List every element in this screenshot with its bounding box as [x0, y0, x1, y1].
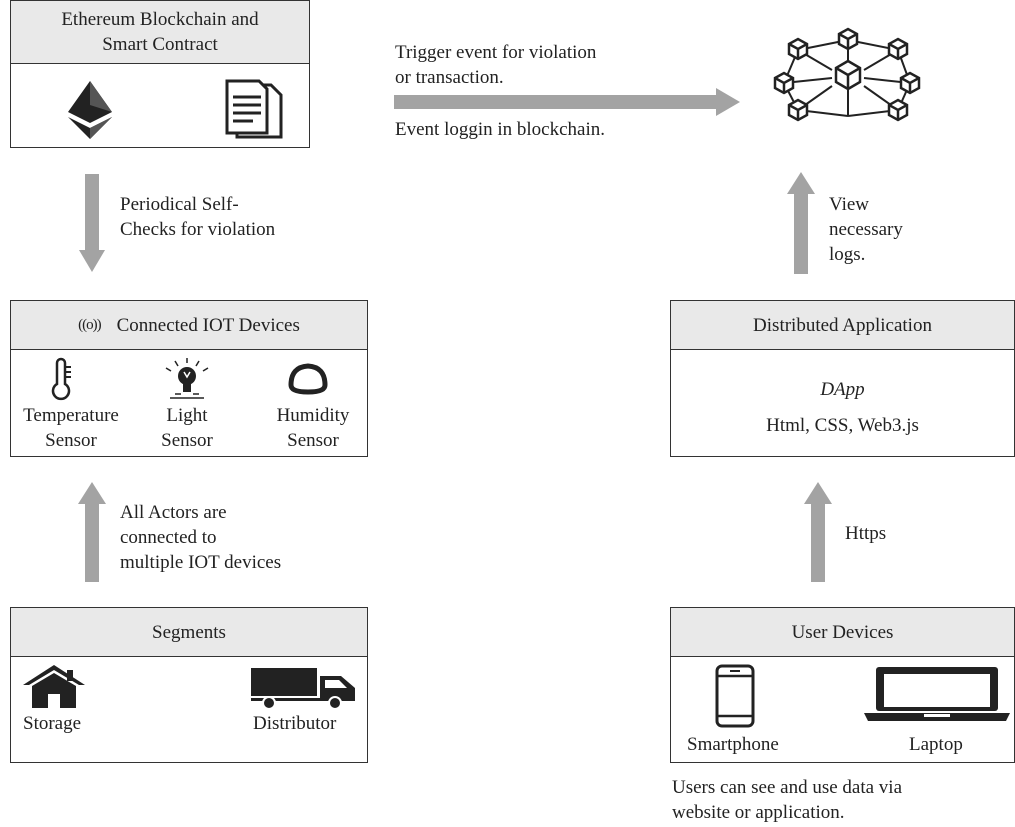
humidity-sensor-label-line1: Humidity	[276, 405, 350, 426]
ethereum-title-line1: Ethereum Blockchain and	[61, 9, 259, 30]
view-logs-label-line1: View	[829, 194, 870, 215]
https-arrow	[804, 482, 832, 582]
dapp-name: DApp	[820, 379, 865, 400]
trigger-arrow	[394, 88, 740, 116]
user-devices-box: User Devices Smartphone Laptop	[670, 607, 1015, 763]
light-bulb-icon	[165, 358, 209, 399]
house-icon	[23, 665, 85, 708]
self-check-label-line2: Checks for violation	[120, 219, 276, 240]
footer-note-line2: website or application.	[672, 802, 845, 823]
segments-box: Segments Storage Distributor	[10, 607, 368, 763]
humidity-sensor-label-line2: Sensor	[287, 430, 339, 451]
smartphone-icon	[715, 664, 755, 728]
event-logging-label: Event loggin in blockchain.	[395, 119, 606, 140]
footer-note-line1: Users can see and use data via	[672, 777, 903, 798]
https-label: Https	[845, 523, 887, 544]
storage-label: Storage	[23, 713, 82, 734]
wireless-signal-icon: ((o))	[78, 316, 102, 333]
temperature-sensor-label-line2: Sensor	[45, 430, 97, 451]
view-logs-arrow	[787, 172, 815, 274]
iot-devices-box: ((o)) Connected IOT Devices Temperature …	[10, 300, 368, 457]
temperature-sensor-label-line1: Temperature	[23, 405, 119, 426]
thermometer-icon	[51, 357, 71, 401]
ethereum-title-line2: Smart Contract	[102, 34, 218, 55]
document-icon	[225, 79, 283, 139]
actors-arrow	[78, 482, 106, 582]
view-logs-label-line3: logs.	[829, 244, 866, 265]
view-logs-label-line2: necessary	[829, 219, 903, 240]
light-sensor-label-line1: Light	[166, 405, 208, 426]
segments-header: Segments	[11, 608, 367, 657]
trigger-label-line2: or transaction.	[395, 67, 504, 88]
distributed-application-box: Distributed Application DApp Html, CSS, …	[670, 300, 1015, 457]
actors-label-line2: connected to	[120, 527, 217, 548]
blockchain-network-icon	[773, 27, 921, 122]
iot-devices-title: Connected IOT Devices	[116, 314, 300, 336]
humidity-icon	[288, 363, 328, 395]
dapp-tech-stack: Html, CSS, Web3.js	[766, 415, 919, 436]
distributor-label: Distributor	[253, 713, 337, 734]
iot-devices-header: ((o)) Connected IOT Devices	[11, 301, 367, 350]
self-check-label-line1: Periodical Self-	[120, 194, 239, 215]
user-devices-header: User Devices	[671, 608, 1014, 657]
ethereum-icon	[68, 81, 112, 139]
distributed-application-header: Distributed Application	[671, 301, 1014, 350]
light-sensor-label-line2: Sensor	[161, 430, 213, 451]
trigger-label-line1: Trigger event for violation	[395, 42, 597, 63]
segments-title: Segments	[152, 621, 226, 643]
user-devices-title: User Devices	[791, 621, 894, 643]
truck-icon	[251, 668, 355, 710]
ethereum-box-header: Ethereum Blockchain and Smart Contract	[11, 1, 309, 64]
laptop-label: Laptop	[909, 734, 963, 755]
laptop-icon	[864, 667, 1010, 721]
distributed-application-title: Distributed Application	[753, 314, 932, 336]
ethereum-box: Ethereum Blockchain and Smart Contract	[10, 0, 310, 148]
self-check-arrow	[79, 174, 105, 272]
actors-label-line1: All Actors are	[120, 502, 227, 523]
smartphone-label: Smartphone	[687, 734, 779, 755]
actors-label-line3: multiple IOT devices	[120, 552, 282, 573]
